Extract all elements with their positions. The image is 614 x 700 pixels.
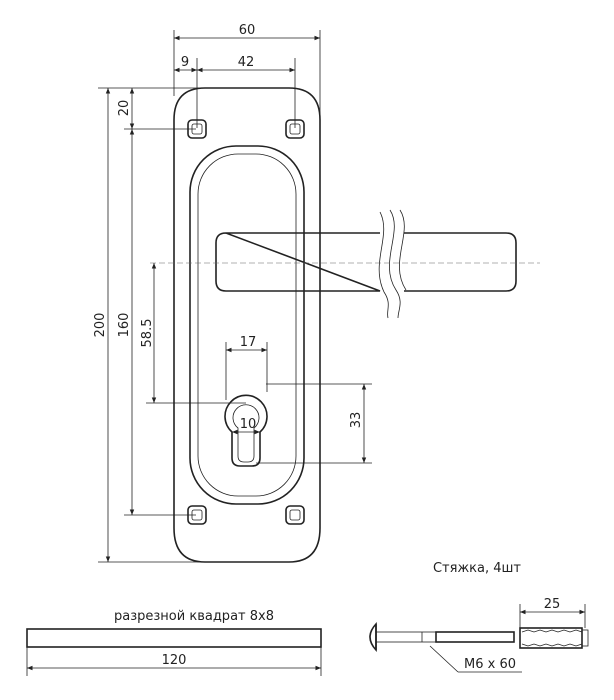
dim-plate-height: 200 xyxy=(93,87,200,563)
dim-key-width-label: 17 xyxy=(240,335,257,350)
dim-edge-offset-label: 9 xyxy=(181,55,189,70)
dim-handle-to-key-label: 58.5 xyxy=(140,319,155,348)
bolt-length-label: 25 xyxy=(544,597,561,612)
dim-hole-pitch: 160 xyxy=(117,129,196,516)
door-plate xyxy=(173,87,321,563)
mounting-hole-bottom-right xyxy=(285,505,305,525)
dim-key-width: 17 xyxy=(225,335,268,400)
plate-recess-inner xyxy=(197,153,297,497)
dim-plate-width: 60 xyxy=(173,23,321,170)
spindle-length-label: 120 xyxy=(162,653,187,668)
dim-top-hole-offset: 20 xyxy=(117,88,196,130)
dim-handle-to-key: 58.5 xyxy=(140,263,246,404)
bolt xyxy=(369,621,515,653)
dim-key-slot: 10 xyxy=(232,417,260,435)
spindle-bar xyxy=(26,628,322,648)
dim-hole-spacing-label: 42 xyxy=(238,55,255,70)
dim-key-slot-label: 10 xyxy=(240,417,257,432)
keyhole xyxy=(224,394,268,467)
lever-handle xyxy=(150,209,540,319)
dim-plate-height-label: 200 xyxy=(93,313,108,338)
screw-set-label: Стяжка, 4шт xyxy=(433,561,521,576)
bolt-spec-label: M6 x 60 xyxy=(464,657,516,672)
bolt-spec-callout: M6 x 60 xyxy=(429,645,522,673)
dim-key-height: 33 xyxy=(256,383,372,464)
bolt-sleeve: 25 xyxy=(519,597,589,649)
plate-recess-outer xyxy=(189,145,305,505)
dim-hole-pitch-label: 160 xyxy=(117,313,132,338)
spindle-label: разрезной квадрат 8х8 xyxy=(114,609,274,624)
dim-key-height-label: 33 xyxy=(349,412,364,429)
spindle: разрезной квадрат 8х8 120 xyxy=(26,609,322,676)
dim-plate-width-label: 60 xyxy=(239,23,256,38)
dim-top-hole-offset-label: 20 xyxy=(117,100,132,117)
dim-hole-spacing: 9 42 xyxy=(174,55,296,128)
